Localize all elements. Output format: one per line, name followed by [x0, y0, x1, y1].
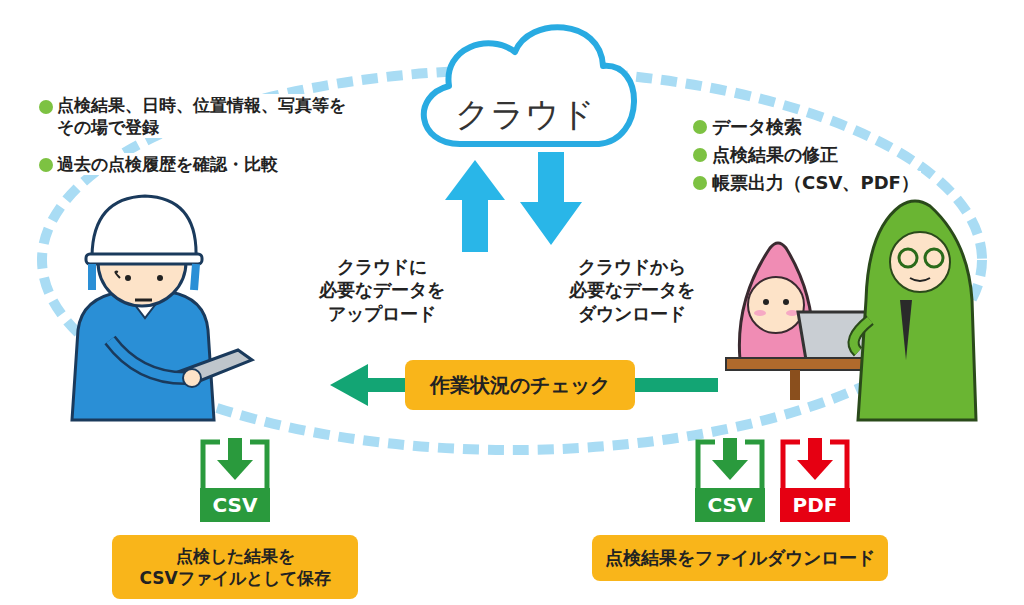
csv-icon: CSV	[695, 438, 765, 522]
upload-arrow	[445, 160, 505, 252]
arrow-label: クラウドに 必要なデータを アップロード	[305, 255, 459, 325]
icon-band	[780, 488, 850, 522]
bullet-text: 点検結果、日時、位置情報、写真等を その場で登録	[55, 94, 379, 138]
node-text: 点検した結果を CSVファイルとして保存	[122, 545, 348, 589]
csv-icon: CSV	[200, 438, 270, 522]
bullet-text: 過去の点検履歴を確認・比較	[55, 153, 280, 175]
icon-arrow	[217, 460, 253, 480]
cloud-node: クラウド	[405, 10, 645, 152]
node-text: クラウド	[405, 92, 645, 136]
icon-arrow	[797, 460, 833, 480]
status-box: 作業状況のチェック	[405, 360, 635, 410]
pdf-icon: PDF	[780, 438, 850, 522]
icon-band	[200, 488, 270, 522]
caption-box: 点検結果をファイルダウンロード	[592, 535, 888, 581]
icon-arrow	[723, 438, 737, 462]
file-type: CSV	[695, 493, 765, 517]
office-figures	[726, 201, 976, 420]
icon-arrow	[712, 460, 748, 480]
node-text: 作業状況のチェック	[430, 372, 610, 398]
file-type: PDF	[780, 493, 850, 517]
arrow-label: クラウドから 必要なデータを ダウンロード	[555, 255, 709, 325]
bullet-text: 帳票出力（CSV、PDF）	[710, 171, 921, 194]
file-type: CSV	[200, 493, 270, 517]
caption-box: 点検した結果を CSVファイルとして保存	[112, 535, 358, 599]
icon-band	[695, 488, 765, 522]
bullet-text: 点検結果の修正	[710, 143, 840, 166]
icon-arrow	[808, 438, 822, 462]
node-text: 点検結果をファイルダウンロード	[605, 546, 875, 569]
dashed-loop	[42, 70, 982, 450]
worker-figure	[72, 196, 252, 420]
bullet-text: データ検索	[710, 115, 804, 138]
icon-arrow	[228, 438, 242, 462]
download-arrow	[520, 152, 582, 245]
